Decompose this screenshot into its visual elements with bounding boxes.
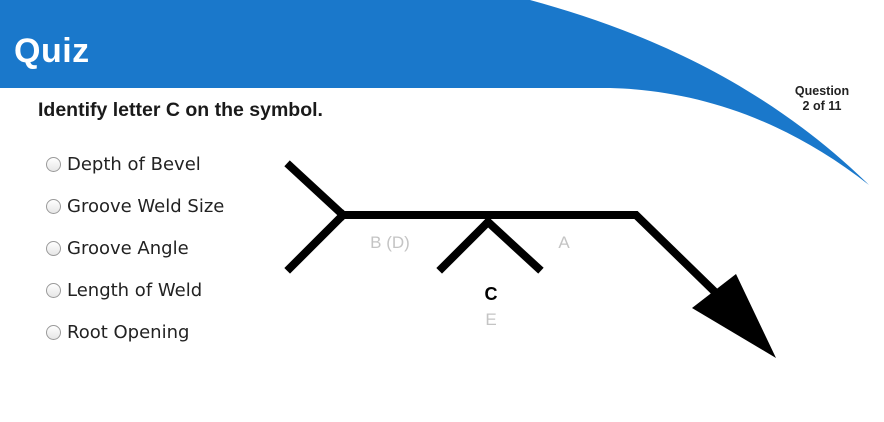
radio-button[interactable] bbox=[46, 156, 61, 172]
question-counter-value: 2 of 11 bbox=[802, 99, 842, 113]
groove-symbol-right bbox=[482, 216, 544, 274]
label-a: A bbox=[558, 233, 570, 252]
option-groove-weld-size[interactable]: Groove Weld Size bbox=[46, 185, 224, 227]
question-counter: Question 2 of 11 bbox=[786, 84, 858, 114]
symbol-reference-line bbox=[339, 211, 724, 301]
option-label: Depth of Bevel bbox=[67, 153, 201, 175]
option-label: Length of Weld bbox=[67, 279, 203, 301]
question-prompt: Identify letter C on the symbol. bbox=[38, 99, 323, 121]
arrowhead-icon bbox=[692, 274, 776, 358]
option-label: Groove Angle bbox=[67, 237, 189, 259]
radio-button[interactable] bbox=[46, 324, 61, 340]
option-depth-of-bevel[interactable]: Depth of Bevel bbox=[46, 143, 224, 185]
option-root-opening[interactable]: Root Opening bbox=[46, 311, 224, 353]
quiz-title: Quiz bbox=[14, 32, 90, 70]
symbol-tail-lower bbox=[284, 209, 349, 274]
option-label: Root Opening bbox=[67, 321, 190, 343]
option-label: Groove Weld Size bbox=[67, 195, 225, 217]
option-groove-angle[interactable]: Groove Angle bbox=[46, 227, 224, 269]
label-e: E bbox=[485, 310, 496, 329]
quiz-header-banner bbox=[0, 0, 869, 185]
label-c: C bbox=[485, 284, 498, 304]
question-counter-label: Question bbox=[794, 84, 850, 98]
groove-symbol-left bbox=[436, 216, 494, 274]
radio-button[interactable] bbox=[46, 198, 61, 214]
radio-button[interactable] bbox=[46, 240, 61, 256]
symbol-tail-upper bbox=[284, 160, 349, 221]
answer-options: Depth of Bevel Groove Weld Size Groove A… bbox=[46, 143, 224, 353]
radio-button[interactable] bbox=[46, 282, 61, 298]
header-banner-shape bbox=[0, 0, 869, 185]
label-b-d: B (D) bbox=[370, 233, 410, 252]
weld-symbol-diagram: B (D) A C E bbox=[284, 160, 776, 358]
option-length-of-weld[interactable]: Length of Weld bbox=[46, 269, 224, 311]
